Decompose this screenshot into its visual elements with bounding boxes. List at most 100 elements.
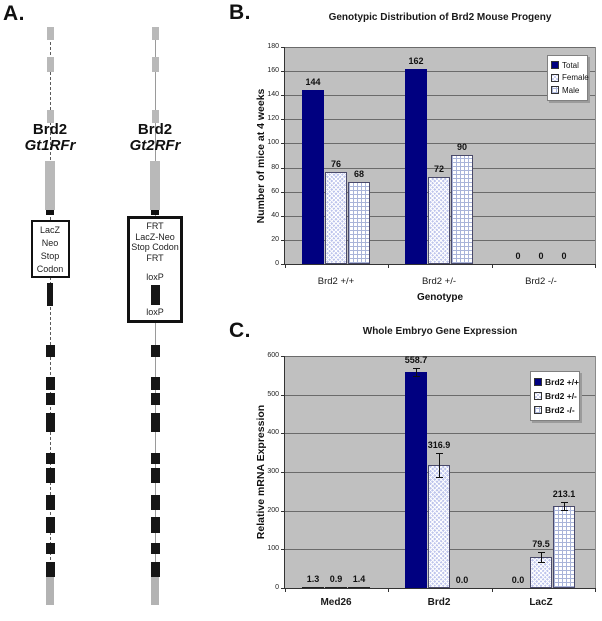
bar-value-label: 316.9 [427,440,451,450]
x-tick [595,264,596,268]
y-tick [281,511,285,512]
large-gray-exon [45,161,55,210]
loxp-bottom-label: loxP [146,307,164,317]
y-tick [281,472,285,473]
bar-value-label: 0 [538,251,544,261]
cassette-line: Stop [40,251,60,261]
loxp-top-label: loxP [146,272,164,282]
legend-label: Brd2 +/- [545,391,577,401]
y-tick [281,356,285,357]
legend-swatch-hatch [551,73,559,82]
y-tick-label: 100 [267,139,279,146]
error-bar [541,552,542,562]
bar-value-label: 90 [456,142,467,152]
bar-value-label: 558.7 [404,355,428,365]
bar-value-label: 72 [433,164,444,174]
coding-exon-black [45,413,55,432]
panel-b-letter: B. [229,1,251,24]
utr-exon-gray [151,27,159,40]
x-tick [492,588,493,592]
legend-label: Brd2 +/+ [545,377,580,387]
x-tick [285,588,286,592]
bar-brd2-lacz [530,557,552,588]
bar-brd2-brd2 [428,465,450,588]
error-bar-cap [561,510,568,511]
gridline [285,47,595,48]
legend-item-brd2: Brd2 +/- [534,389,577,403]
y-tick-label: 80 [271,164,279,171]
bar-brd2-med26 [302,587,324,588]
bar-brd2-brd2 [405,372,427,588]
panel-c-letter: C. [229,319,251,342]
bar-value-label: 1.4 [352,574,366,584]
bar-female-brd2 [428,177,450,264]
bar-brd2-lacz [553,506,575,588]
coding-exon-black [45,543,55,554]
axis-x [284,264,596,265]
legend-item-brd2: Brd2 +/+ [534,375,580,389]
bar-brd2-med26 [325,587,347,588]
gridline [285,143,595,144]
y-tick-label: 20 [271,236,279,243]
bar-value-label: 0.0 [511,575,525,585]
coding-exon-black [45,517,55,533]
coding-exon-black [150,517,160,533]
legend-swatch-hatch [534,392,542,400]
axis-y [284,356,285,589]
coding-exon-black [45,393,55,405]
coding-exon-black [150,377,160,390]
utr-exon-gray [46,27,54,40]
insertion-site-tick [151,210,159,215]
bar-value-label: 68 [353,169,364,179]
bar-value-label: 1.3 [306,574,320,584]
bar-male-brd2 [451,155,473,264]
x-category-label: Brd2 +/- [421,276,457,287]
coding-exon-black [45,468,55,483]
coding-exon-black [150,468,160,483]
cassette-line: LacZ [39,225,60,235]
y-tick [281,192,285,193]
coding-exon-black [150,495,160,510]
gridline [285,95,595,96]
y-tick [281,549,285,550]
cassette-line: Neo [41,238,59,248]
x-tick [595,588,596,592]
legend-swatch-solid [534,378,542,386]
bar-total-brd2 [405,69,427,264]
bar-value-label: 76 [330,159,341,169]
coding-exon-black [150,453,160,464]
legend-label: Total [562,60,579,70]
coding-exon-black [150,345,160,357]
y-tick-label: 300 [267,468,279,475]
legend-label: Brd2 -/- [545,405,575,415]
coding-exon-black [150,543,160,554]
gridline [285,356,595,357]
axis-x [284,588,596,589]
error-bar-cap [413,376,420,377]
terminal-utr-gray [151,577,159,605]
utr-exon-gray [46,110,54,123]
coding-exon-black [150,393,160,405]
y-tick-label: 500 [267,391,279,398]
error-bar-cap [561,502,568,503]
coding-exon-black [45,495,55,510]
axis-y [284,47,285,265]
error-bar-cap [413,368,420,369]
bar-value-label: 144 [305,77,321,87]
x-category-label: Brd2 +/+ [317,276,355,287]
legend-swatch-grid [551,86,559,95]
y-tick-label: 40 [271,212,279,219]
bar-value-label: 162 [408,56,424,66]
panel-a-letter: A. [3,2,25,25]
gridline [285,168,595,169]
bar-value-label: 0.9 [329,574,343,584]
allele-name-label: Gt1RFr [24,137,76,154]
bar-value-label: 0 [561,251,567,261]
y-tick-label: 180 [267,43,279,50]
terminal-utr-gray [46,577,54,605]
gene-backbone-line [50,27,51,605]
error-bar-cap [436,477,443,478]
